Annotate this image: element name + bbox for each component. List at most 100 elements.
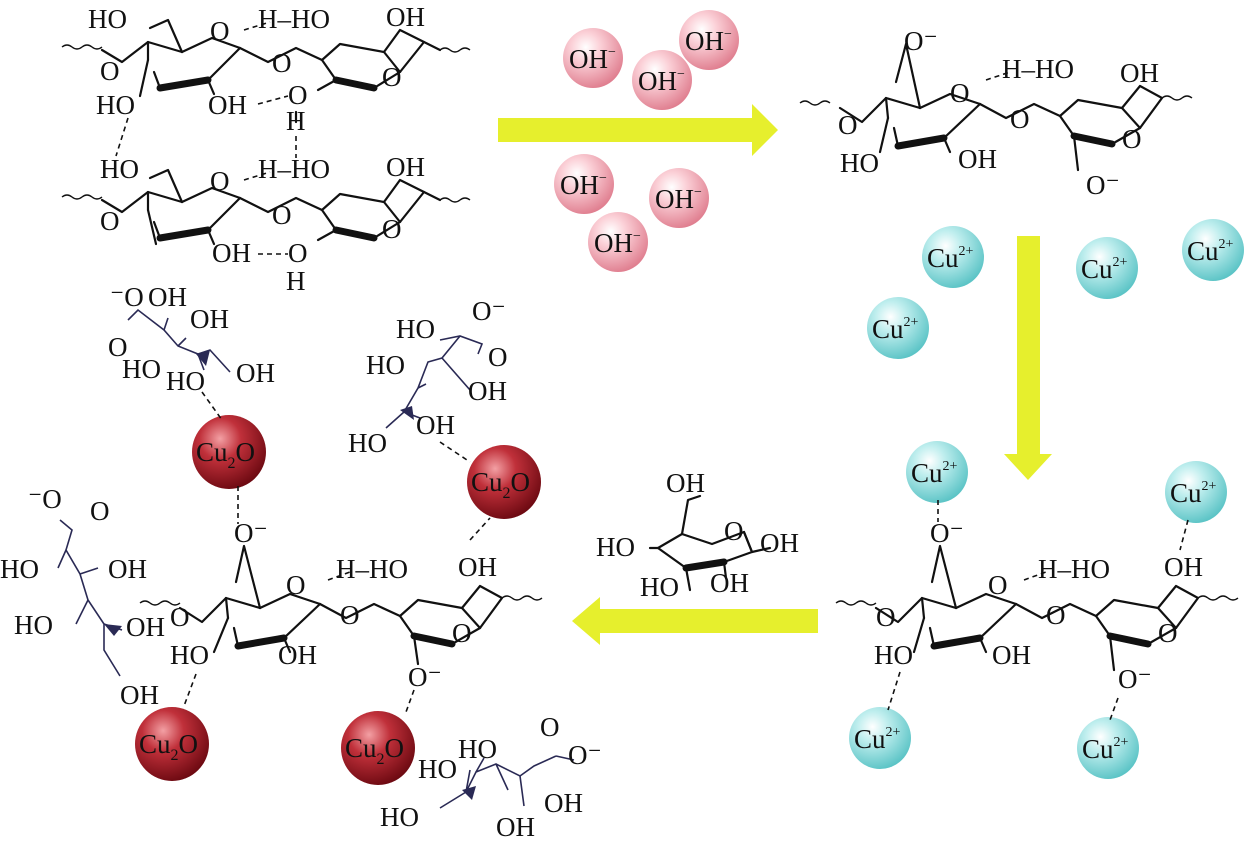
copper-sphere xyxy=(1165,461,1227,523)
atom-label: HO xyxy=(458,734,497,764)
atom-label: OH xyxy=(710,568,749,598)
cellulose-chain-upper xyxy=(61,18,471,105)
copper-ion: Cu2+ xyxy=(1076,237,1138,299)
copper-sphere xyxy=(1076,237,1138,299)
atom-label: HO xyxy=(14,610,53,640)
atom-label: OH xyxy=(190,304,229,334)
cu2o-sphere xyxy=(341,711,415,785)
hydroxide-label: OH− xyxy=(594,228,641,258)
atom-label: O xyxy=(540,712,560,742)
copper-label: Cu2+ xyxy=(927,243,974,273)
copper-ion: Cu2+ xyxy=(906,441,968,503)
atom-label: OH xyxy=(992,640,1031,670)
atom-label: ⁻O xyxy=(110,282,144,312)
cu2o-label: Cu2O xyxy=(196,437,255,472)
copper-label: Cu2+ xyxy=(872,314,919,344)
atom-label: O xyxy=(100,206,120,236)
atom-label: OH xyxy=(386,152,425,182)
atom-label: O xyxy=(988,570,1008,600)
copper-label: Cu2+ xyxy=(1170,478,1217,508)
atom-label: O xyxy=(950,78,970,108)
cu2o-particle: Cu2O xyxy=(467,445,541,519)
copper-sphere xyxy=(867,297,929,359)
atom-label: O⁻ xyxy=(408,662,442,692)
atom-label: HO xyxy=(380,802,419,832)
atom-label: OH xyxy=(126,612,165,642)
cellulose-chain-lower xyxy=(61,168,471,255)
copper-label: Cu2+ xyxy=(911,458,958,488)
atom-label: OH xyxy=(148,282,187,312)
hydroxide-sphere xyxy=(554,154,614,214)
cu2o-sphere xyxy=(467,445,541,519)
atom-label: O xyxy=(488,342,508,372)
atom-label: H–HO xyxy=(1002,54,1074,84)
hydroxide-label: OH− xyxy=(569,44,616,74)
atom-label: HO xyxy=(396,314,435,344)
atom-label: O xyxy=(210,166,230,196)
atom-label: O xyxy=(288,80,308,110)
copper-ion: Cu2+ xyxy=(1165,461,1227,523)
hydroxide-ion: OH− xyxy=(679,10,739,70)
atom-label: OH xyxy=(1164,552,1203,582)
cu2o-label: Cu2O xyxy=(139,729,198,764)
atom-label: OH xyxy=(416,410,455,440)
atom-label: HO xyxy=(88,4,127,34)
cellulose-chain-pair xyxy=(61,18,471,255)
atom-label: O xyxy=(272,200,292,230)
hydroxide-ions: OH−OH−OH−OH−OH−OH− xyxy=(554,10,739,272)
atom-label: HO xyxy=(640,572,679,602)
copper-sphere xyxy=(1077,717,1139,779)
atom-label: OH xyxy=(212,238,251,268)
cu2o-label: Cu2O xyxy=(345,733,404,768)
copper-ion: Cu2+ xyxy=(849,707,911,769)
atom-label: OH xyxy=(496,812,535,842)
hydroxide-label: OH− xyxy=(655,184,702,214)
atom-label: OH xyxy=(208,90,247,120)
hydroxide-ion: OH− xyxy=(563,28,623,88)
atom-label: OH xyxy=(236,358,275,388)
copper-ion: Cu2+ xyxy=(1182,219,1244,281)
atom-label: HO xyxy=(348,428,387,458)
atom-label: OH xyxy=(958,144,997,174)
copper-sphere xyxy=(849,707,911,769)
atom-label: O xyxy=(90,496,110,526)
copper-coordinated-cellulose xyxy=(835,500,1239,721)
atom-label: O⁻ xyxy=(234,518,268,548)
atom-label: H–HO xyxy=(1038,554,1110,584)
atom-label: OH xyxy=(108,554,147,584)
copper-label: Cu2+ xyxy=(1187,236,1234,266)
copper-sphere xyxy=(1182,219,1244,281)
hydroxide-sphere xyxy=(588,212,648,272)
atom-label: H–HO xyxy=(336,554,408,584)
copper-ion: Cu2+ xyxy=(867,297,929,359)
copper-label: Cu2+ xyxy=(854,724,901,754)
atom-label: HO xyxy=(122,354,161,384)
atom-label: H xyxy=(286,266,306,296)
arrow-left xyxy=(572,597,818,645)
atom-label: O⁻ xyxy=(930,518,964,548)
atom-label: O xyxy=(724,516,744,546)
atom-label: O xyxy=(452,618,472,648)
atom-label: O⁻ xyxy=(472,296,506,326)
atom-label: H–HO xyxy=(258,154,330,184)
cu2o-particle: Cu2O xyxy=(192,415,266,489)
cu2o-particles: Cu2O Cu2O Cu2O Cu2O xyxy=(135,415,541,785)
copper-ion: Cu2+ xyxy=(1077,717,1139,779)
copper-ions: Cu2+ Cu2+ Cu2+ Cu2+ Cu2+ Cu2+ Cu2+ Cu2+ xyxy=(849,219,1244,779)
atom-label: O xyxy=(272,48,292,78)
atom-label: O xyxy=(1046,600,1066,630)
atom-label: HO xyxy=(596,532,635,562)
atom-label: OH xyxy=(278,640,317,670)
atom-label: O xyxy=(1010,104,1030,134)
atom-label: O xyxy=(100,56,120,86)
atom-label: O xyxy=(288,238,308,268)
atom-label: HO xyxy=(366,350,405,380)
atom-label: O xyxy=(876,602,896,632)
glucose-molecule xyxy=(648,494,772,592)
atom-label: O xyxy=(1158,618,1178,648)
atom-label: OH xyxy=(666,468,705,498)
cu2o-particle: Cu2O xyxy=(341,711,415,785)
cu2o-cellulose-composite xyxy=(57,308,575,809)
atom-label: OH xyxy=(458,552,497,582)
hydroxide-sphere xyxy=(563,28,623,88)
